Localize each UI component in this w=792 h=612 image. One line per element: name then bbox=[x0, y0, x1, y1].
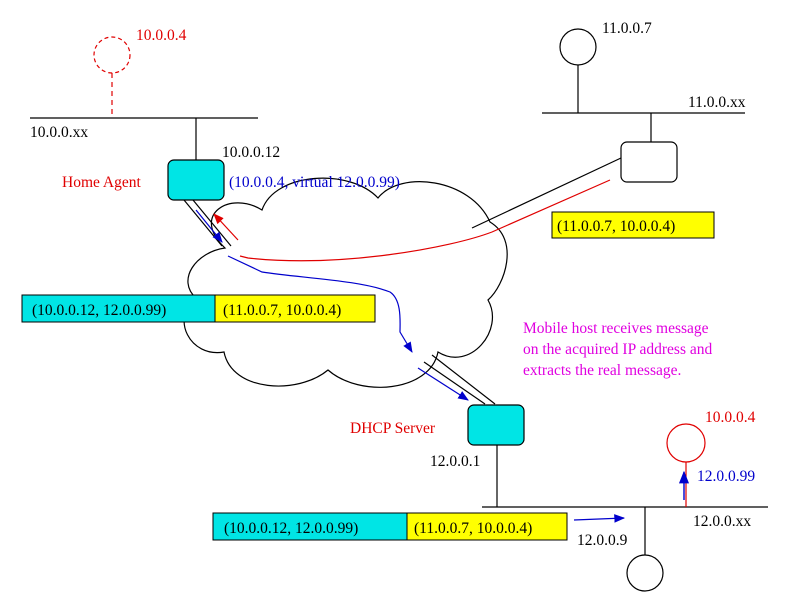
mobile-host-circle bbox=[666, 423, 706, 463]
cloud-dhcp-link-2 bbox=[431, 354, 496, 405]
mobile-host-acquired-addr: 12.0.0.99 bbox=[697, 468, 755, 485]
blue-agent-exit-arrow bbox=[195, 209, 223, 243]
blue-packet-forward-arrow bbox=[573, 514, 626, 523]
home-subnet-label: 10.0.0.xx bbox=[30, 124, 88, 141]
note-line-1: Mobile host receives message bbox=[523, 320, 709, 337]
dhcp-server-label: DHCP Server bbox=[350, 420, 436, 437]
home-agent-cloud-link-2 bbox=[192, 199, 232, 247]
source-router-box bbox=[620, 141, 678, 183]
source-host-label: 11.0.0.7 bbox=[602, 20, 652, 37]
note-line-3: extracts the real message. bbox=[523, 362, 681, 379]
foreign-subnet-label: 12.0.0.xx bbox=[693, 513, 751, 530]
source-router-cloud-link bbox=[471, 157, 622, 229]
tunnel-packet-top-inner-box bbox=[214, 294, 376, 323]
blue-to-dhcp-arrow bbox=[417, 367, 469, 401]
home-agent-binding: (10.0.0.4, virtual 12.0.0.99) bbox=[229, 174, 400, 191]
home-agent-ip: 10.0.0.12 bbox=[222, 144, 280, 161]
tunnel-packet-bottom-inner: (11.0.0.7, 10.0.0.4) bbox=[414, 520, 532, 537]
tunnel-packet-bottom-outer: (10.0.0.12, 12.0.0.99) bbox=[224, 520, 358, 537]
tunnel-packet-top-outer: (10.0.0.12, 12.0.0.99) bbox=[32, 302, 166, 319]
home-agent-box bbox=[167, 159, 225, 201]
source-subnet-label: 11.0.0.xx bbox=[688, 94, 746, 111]
red-to-agent-arrow bbox=[213, 213, 239, 241]
ghost-host-label: 10.0.0.4 bbox=[136, 27, 187, 44]
tunnel-packet-bottom-inner-box bbox=[406, 512, 568, 541]
host-9-circle bbox=[626, 554, 664, 592]
tunnel-packet-top-inner: (11.0.0.7, 10.0.0.4) bbox=[223, 302, 341, 319]
tunnel-packet-bottom-outer-box bbox=[212, 512, 408, 541]
cloud-dhcp-link-1 bbox=[423, 361, 486, 405]
note-line-2: on the acquired IP address and bbox=[523, 341, 712, 358]
source-packet-label: (11.0.0.7, 10.0.0.4) bbox=[557, 218, 675, 235]
red-route-arrow bbox=[239, 179, 611, 262]
host-9-label: 12.0.0.9 bbox=[577, 532, 628, 549]
home-agent-cloud-link-1 bbox=[183, 199, 223, 247]
mobile-host-home-addr: 10.0.0.4 bbox=[705, 409, 756, 426]
blue-tunnel-path bbox=[227, 255, 413, 353]
internet-cloud bbox=[183, 177, 508, 388]
source-host-circle bbox=[559, 28, 597, 66]
dhcp-server-ip: 12.0.0.1 bbox=[430, 453, 480, 470]
ghost-host-circle bbox=[93, 36, 131, 74]
source-packet-box bbox=[551, 211, 715, 239]
home-agent-label: Home Agent bbox=[62, 174, 141, 191]
dhcp-server-box bbox=[467, 404, 525, 446]
